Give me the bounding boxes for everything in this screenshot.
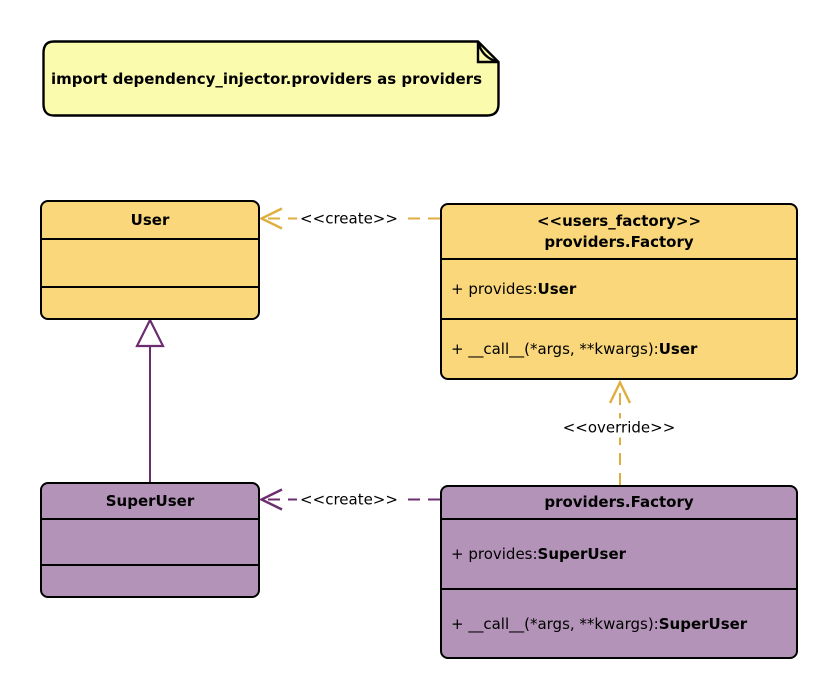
class-superuser-factory-attributes-compartment: + provides: SuperUser	[442, 520, 796, 590]
member-type: User	[658, 340, 698, 358]
class-superuser-methods-compartment	[42, 566, 258, 596]
member-type: SuperUser	[658, 614, 748, 633]
member-type: User	[537, 280, 577, 298]
note-body	[42, 40, 500, 117]
class-user-title: User	[42, 202, 258, 240]
class-user: User	[40, 200, 260, 320]
class-superuser-attributes-compartment	[42, 520, 258, 566]
class-users-factory: <<users_factory>> providers.Factory + pr…	[440, 203, 798, 380]
create-user-arrowhead-icon	[258, 207, 283, 230]
class-superuser-factory: providers.Factory + provides: SuperUser …	[440, 485, 798, 659]
class-users-factory-stereotype: <<users_factory>>	[536, 211, 702, 230]
class-superuser-factory-name: providers.Factory	[544, 493, 694, 511]
member-provides: + provides: SuperUser	[442, 520, 796, 588]
create-superuser-label: <<create>>	[297, 490, 401, 510]
class-superuser-factory-methods-compartment: + __call__(*args, **kwargs): SuperUser	[442, 590, 796, 657]
note-text: import dependency_injector.providers as …	[51, 69, 483, 88]
override-label: <<override>>	[559, 418, 679, 438]
class-users-factory-methods-compartment: + __call__(*args, **kwargs): User	[442, 320, 796, 378]
class-user-attributes-compartment	[42, 240, 258, 288]
create-user-label: <<create>>	[297, 209, 401, 229]
class-superuser-factory-title: providers.Factory	[442, 487, 796, 520]
member-call: + __call__(*args, **kwargs): User	[442, 320, 796, 378]
member-prefix: + provides:	[451, 545, 538, 563]
class-superuser-title: SuperUser	[42, 484, 258, 520]
note-fold-icon	[476, 41, 499, 64]
note-shape	[42, 40, 500, 117]
class-user-methods-compartment	[42, 288, 258, 318]
class-superuser: SuperUser	[40, 482, 260, 598]
create-superuser-arrowhead-icon	[258, 488, 283, 511]
member-prefix: + __call__(*args, **kwargs):	[451, 614, 659, 633]
class-users-factory-name: providers.Factory	[544, 232, 694, 251]
inheritance-triangle-icon	[135, 317, 165, 348]
class-users-factory-title: <<users_factory>> providers.Factory	[442, 205, 796, 260]
member-call: + __call__(*args, **kwargs): SuperUser	[442, 590, 796, 657]
import-note: import dependency_injector.providers as …	[42, 40, 500, 117]
member-prefix: + provides:	[451, 280, 538, 298]
member-prefix: + __call__(*args, **kwargs):	[451, 340, 659, 358]
member-type: SuperUser	[537, 545, 627, 563]
class-users-factory-attributes-compartment: + provides: User	[442, 260, 796, 320]
member-provides: + provides: User	[442, 260, 796, 318]
override-arrowhead-icon	[608, 379, 632, 404]
